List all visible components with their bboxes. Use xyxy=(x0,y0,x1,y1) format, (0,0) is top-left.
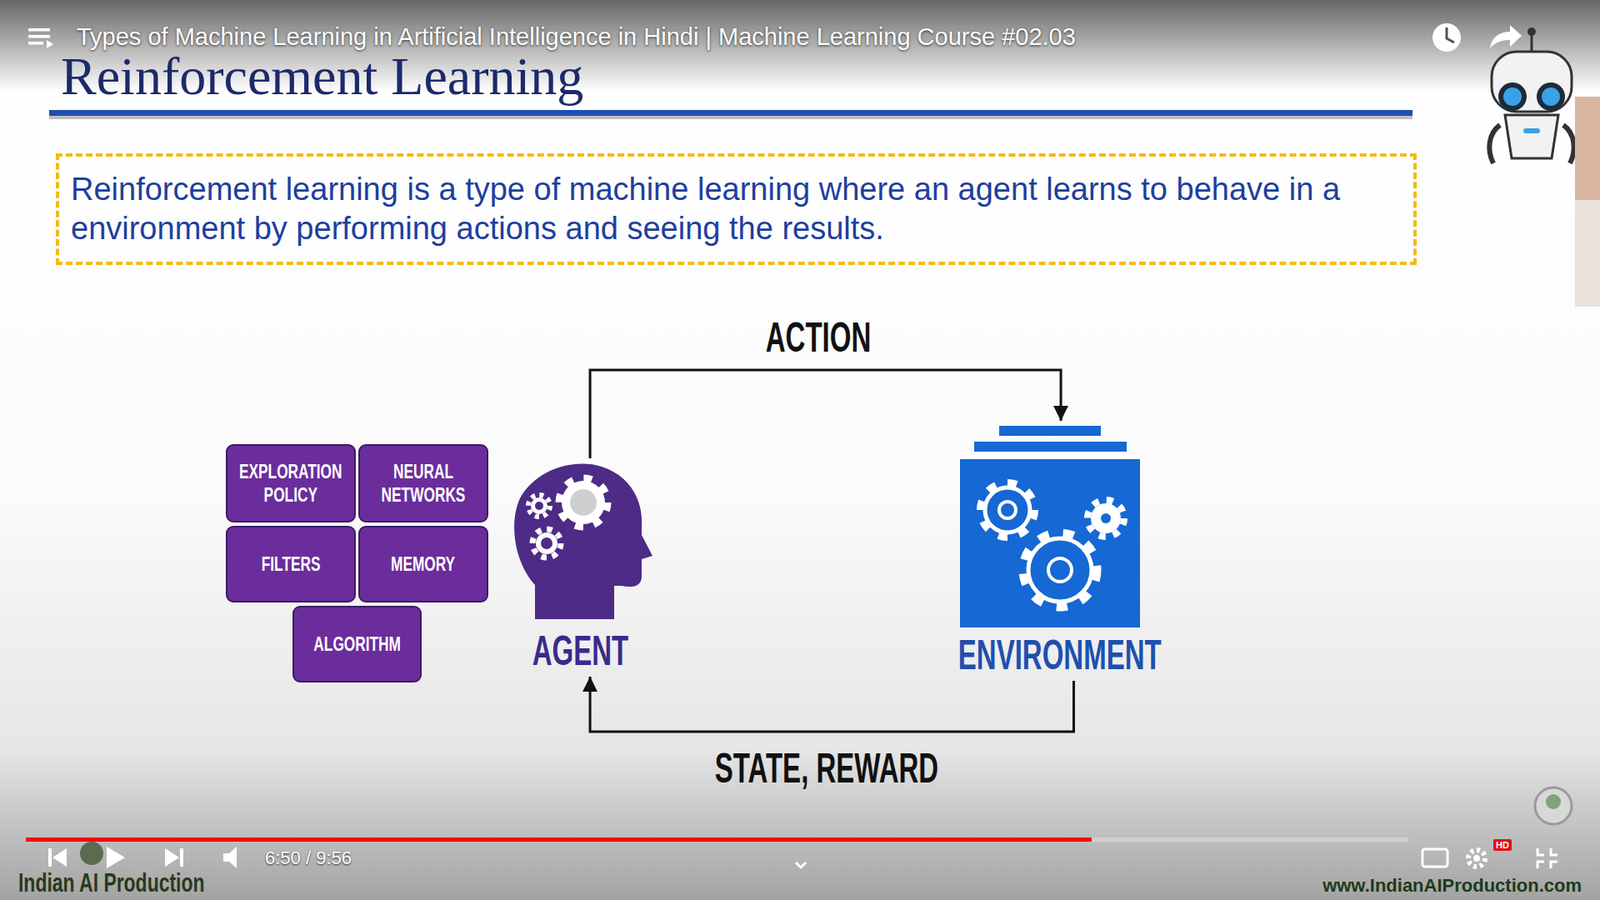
volume-icon xyxy=(223,846,237,869)
node-label: MEMORY xyxy=(390,552,455,576)
robot-arm xyxy=(1489,125,1500,164)
robot-eye xyxy=(1541,87,1560,106)
robot-antenna-tip xyxy=(1527,27,1536,36)
gear-hub xyxy=(540,537,553,550)
robot-antenna xyxy=(1530,33,1534,52)
channel-watermark: Indian AI Production xyxy=(18,868,205,899)
definition-box: Reinforcement learning is a type of mach… xyxy=(55,153,1417,265)
menu-play xyxy=(46,40,54,49)
prev-icon xyxy=(48,848,52,867)
label-box: Indian AI Production xyxy=(18,868,270,899)
node-label: EXPLORATION POLICY xyxy=(239,460,343,506)
gear xyxy=(530,497,548,515)
gear xyxy=(1090,503,1121,534)
robot-head xyxy=(1491,51,1572,112)
gear-teeth xyxy=(1023,533,1097,607)
agent-node: AGENT xyxy=(505,458,655,677)
robot-eye xyxy=(1536,82,1565,111)
time-display: 6:50 / 9:56 xyxy=(265,847,352,869)
gear-hub xyxy=(999,501,1016,519)
gear-hub xyxy=(1100,513,1111,524)
node-label: ALGORITHM xyxy=(313,632,401,656)
channel-logo xyxy=(1545,794,1561,810)
robot-badge xyxy=(1523,128,1540,134)
clock-hand xyxy=(1446,27,1455,43)
gear-teeth xyxy=(528,495,550,517)
label-box: 6:50 / 9:56 xyxy=(265,847,352,870)
gear-teeth xyxy=(980,483,1035,537)
node-label: FILTERS xyxy=(261,552,321,576)
head-silhouette xyxy=(514,464,653,620)
menu-bar xyxy=(28,28,50,32)
edge-label-box: STATE, REWARD xyxy=(657,747,996,790)
presenter-thumbnail xyxy=(1575,200,1600,307)
title-rule xyxy=(49,110,1413,116)
player-controls xyxy=(48,846,1558,869)
gear xyxy=(985,487,1030,533)
env-bar xyxy=(974,441,1127,452)
env-bar xyxy=(999,425,1101,436)
hd-badge: HD xyxy=(1493,839,1512,851)
next-icon xyxy=(165,848,180,867)
component-box: ALGORITHM xyxy=(292,605,422,683)
flow-arrow xyxy=(590,676,1074,732)
robot-eye xyxy=(1503,87,1522,106)
node-label: ENVIRONMENT xyxy=(958,634,1162,676)
robot-eye xyxy=(1498,82,1527,111)
gear-teeth xyxy=(532,529,561,558)
slide-title: Reinforcement Learning xyxy=(60,50,584,104)
agent-head xyxy=(514,464,653,620)
edge-label: STATE, REWARD xyxy=(715,747,939,790)
clock-icon xyxy=(1432,23,1461,52)
menu-bar xyxy=(28,41,44,45)
component-box: MEMORY xyxy=(358,525,489,603)
presenter-thumbnail xyxy=(1575,96,1600,307)
gear xyxy=(1028,538,1092,602)
next-icon xyxy=(180,848,184,867)
component-box: FILTERS xyxy=(225,525,356,603)
gear xyxy=(535,532,558,555)
node-label: AGENT xyxy=(531,630,629,672)
flow-arrow xyxy=(590,370,1061,459)
rule-shadow xyxy=(49,115,1413,120)
play-icon xyxy=(106,846,125,869)
channel-logo xyxy=(1535,787,1572,825)
menu-bar xyxy=(28,35,50,39)
settings-icon xyxy=(1468,850,1485,867)
prev-icon xyxy=(52,848,67,867)
channel-badge xyxy=(80,841,104,865)
env-square xyxy=(960,459,1140,628)
progress-played xyxy=(25,837,1092,842)
video-title: Types of Machine Learning in Artificial … xyxy=(76,23,1076,50)
gear xyxy=(561,480,605,525)
captions-icon xyxy=(1422,849,1448,867)
gear-teeth xyxy=(1087,500,1125,537)
label-box: Types of Machine Learning in Artificial … xyxy=(76,23,1076,51)
gear-hub xyxy=(1048,558,1072,582)
label-box: HD xyxy=(1493,836,1512,852)
label-box: www.IndianAIProduction.com xyxy=(1322,875,1582,897)
component-box: EXPLORATION POLICY xyxy=(225,444,356,523)
edge-label: ACTION xyxy=(765,316,871,359)
chevron-icon xyxy=(795,862,806,868)
definition-text: Reinforcement learning is a type of mach… xyxy=(70,170,1402,249)
menu-icon xyxy=(28,28,54,49)
progress-track xyxy=(25,837,1409,842)
robot-arm xyxy=(1563,125,1575,164)
share-icon xyxy=(1490,25,1522,49)
environment-block xyxy=(960,425,1140,628)
component-box: NEURAL NETWORKS xyxy=(358,444,489,523)
edge-label-box: ACTION xyxy=(738,316,899,359)
robot-logo xyxy=(1489,27,1574,164)
gear-hub xyxy=(570,489,597,516)
node-label: NEURAL NETWORKS xyxy=(380,460,467,506)
fullscreen-icon xyxy=(1537,848,1558,869)
environment-node: ENVIRONMENT xyxy=(950,420,1170,681)
gear-hub xyxy=(535,501,544,510)
settings-icon xyxy=(1473,855,1480,862)
website-watermark: www.IndianAIProduction.com xyxy=(1322,875,1582,896)
gear-teeth xyxy=(559,478,608,527)
robot-body xyxy=(1505,115,1559,159)
